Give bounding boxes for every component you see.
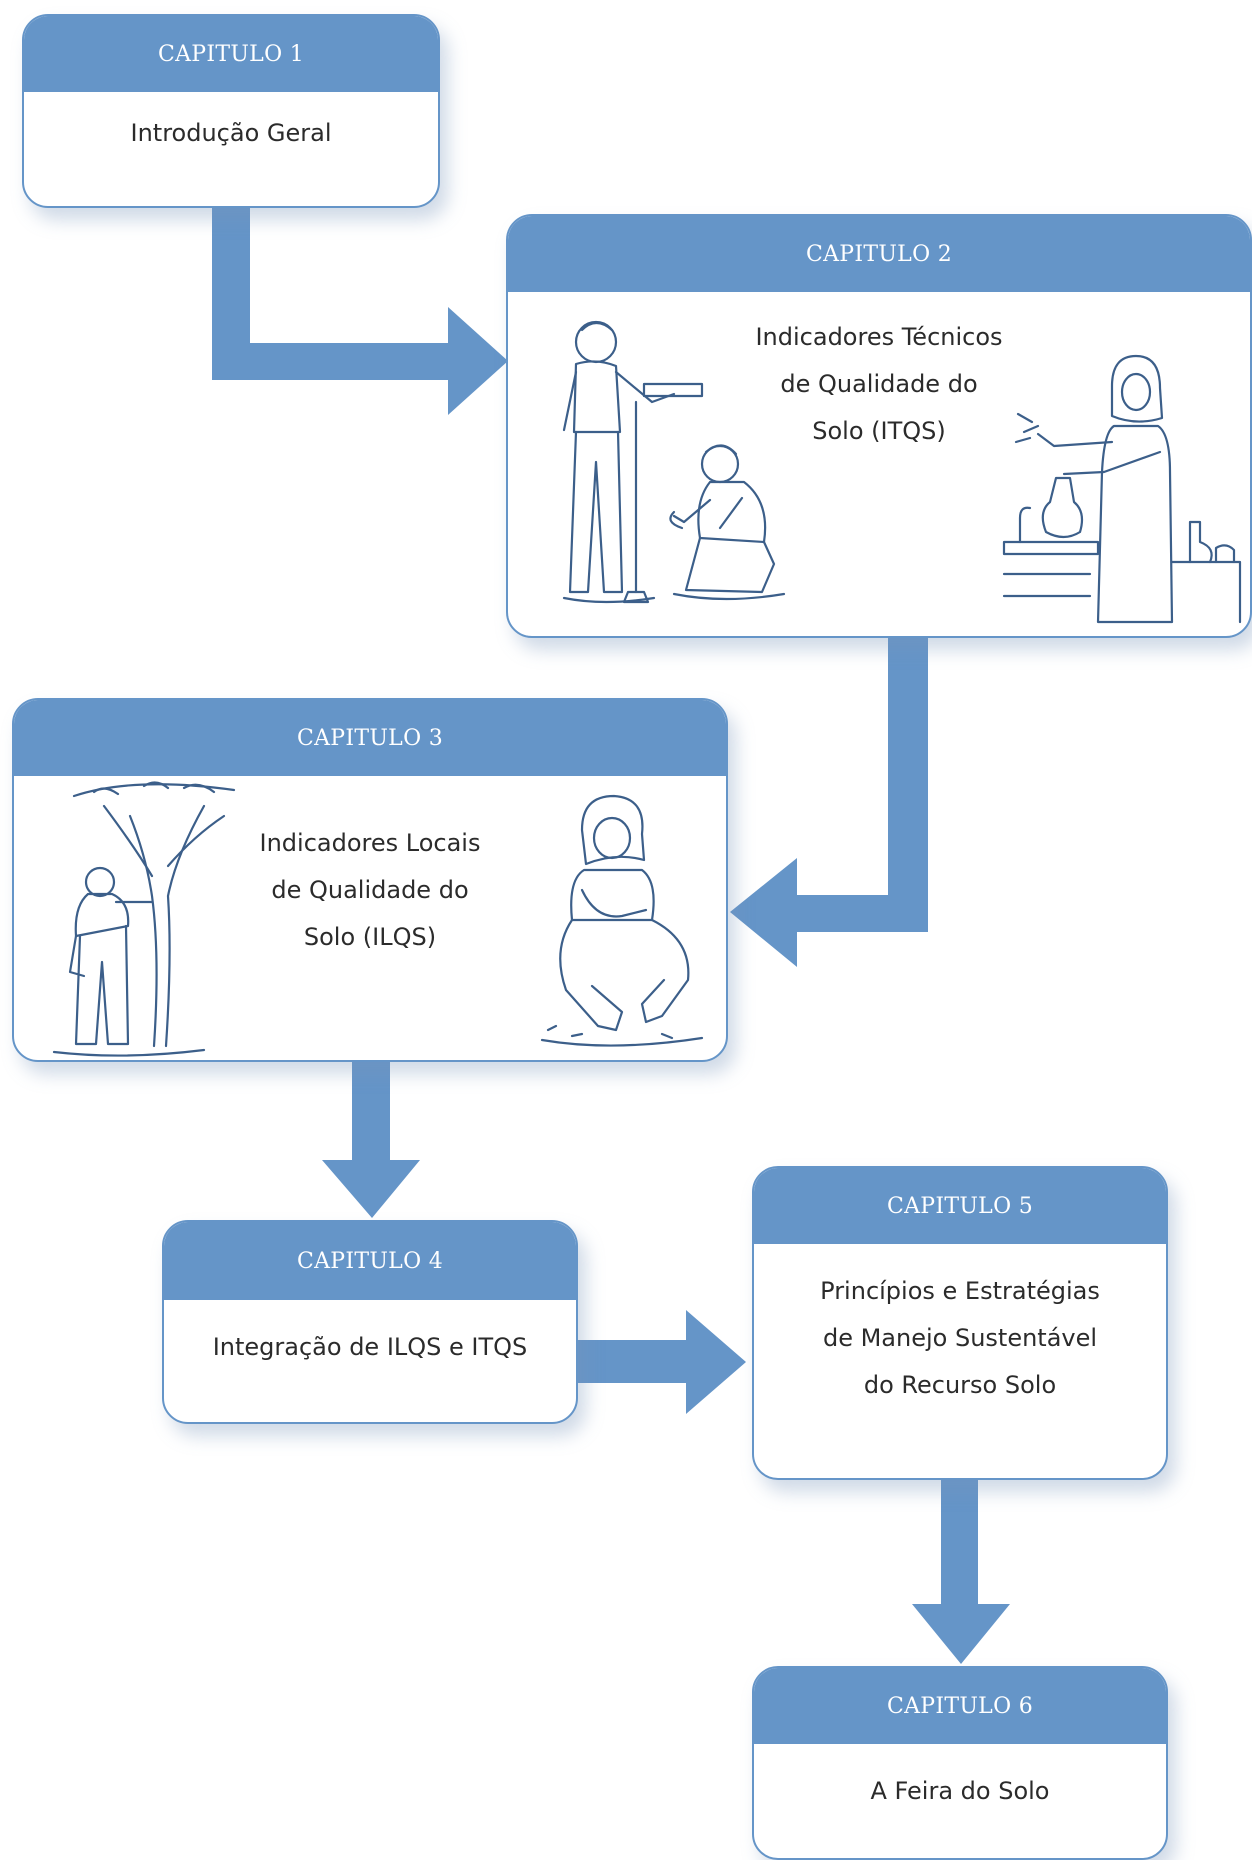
chapter-5-title-line-1: Princípios e Estratégias	[820, 1277, 1100, 1305]
chapter-3-box: CAPITULO 3 Indicadores Locais de Qualida…	[12, 698, 728, 1062]
chapter-2-header: CAPITULO 2	[508, 216, 1250, 292]
arrow-ch1-to-ch2	[212, 205, 508, 415]
chapter-1-title-line: Introdução Geral	[130, 119, 332, 147]
arrow-ch4-to-ch5	[576, 1310, 746, 1414]
chapter-4-body: Integração de ILQS e ITQS	[164, 1300, 576, 1422]
chapter-5-title-line-2: de Manejo Sustentável	[822, 1324, 1098, 1352]
chapter-4-header: CAPITULO 4	[164, 1222, 576, 1300]
farmer-by-tree-sketch-icon	[52, 781, 236, 1057]
chapter-4-box: CAPITULO 4 Integração de ILQS e ITQS	[162, 1220, 578, 1424]
chapter-1-header: CAPITULO 1	[24, 16, 438, 92]
chapter-2-title-line-2: de Qualidade do	[780, 370, 978, 398]
chapter-5-header: CAPITULO 5	[754, 1168, 1166, 1244]
chapter-4-title-line: Integração de ILQS e ITQS	[212, 1333, 528, 1361]
chapter-5-title-line-3: do Recurso Solo	[863, 1371, 1057, 1399]
chapter-6-body: A Feira do Solo	[754, 1744, 1166, 1858]
chapter-6-title-line: A Feira do Solo	[870, 1777, 1050, 1805]
chapter-3-title-line-3: Solo (ILQS)	[303, 923, 437, 951]
chapter-1-body: Introdução Geral	[24, 92, 438, 206]
chapter-3-header: CAPITULO 3	[14, 700, 726, 776]
chapter-3-title-line-1: Indicadores Locais	[259, 829, 481, 857]
chapter-1-box: CAPITULO 1 Introdução Geral	[22, 14, 440, 208]
chapter-2-title-line-1: Indicadores Técnicos	[755, 323, 1003, 351]
chapter-2-title-line-3: Solo (ITQS)	[812, 417, 946, 445]
arrow-ch2-to-ch3	[730, 635, 928, 967]
arrow-ch5-to-ch6	[912, 1478, 1010, 1664]
chapter-2-body: Indicadores Técnicos de Qualidade do Sol…	[508, 292, 1250, 636]
woman-examining-soil-sketch-icon	[540, 794, 704, 1047]
arrow-ch3-to-ch4	[322, 1060, 420, 1218]
chapter-3-title-line-2: de Qualidade do	[271, 876, 469, 904]
lab-researcher-sketch-icon	[1002, 354, 1242, 624]
chapter-2-box: CAPITULO 2 Indicadores Técnicos de Quali…	[506, 214, 1252, 638]
soil-sampling-men-sketch-icon	[562, 320, 786, 604]
chapter-5-body: Princípios e Estratégias de Manejo Suste…	[754, 1244, 1166, 1478]
chapter-3-body: Indicadores Locais de Qualidade do Solo …	[14, 776, 726, 1060]
chapter-6-header: CAPITULO 6	[754, 1668, 1166, 1744]
chapter-6-box: CAPITULO 6 A Feira do Solo	[752, 1666, 1168, 1860]
chapter-5-box: CAPITULO 5 Princípios e Estratégias de M…	[752, 1166, 1168, 1480]
